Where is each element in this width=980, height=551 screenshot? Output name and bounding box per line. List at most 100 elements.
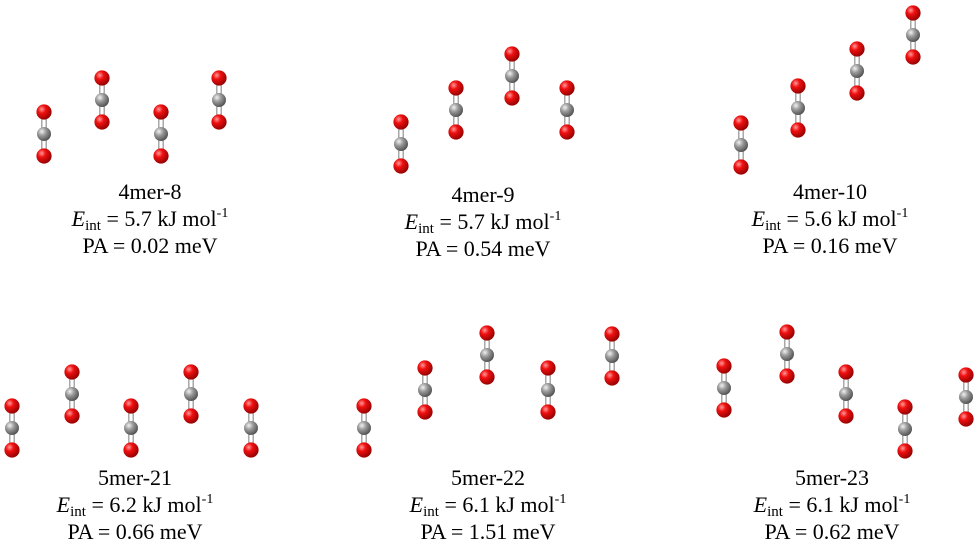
caption-5mer-21: 5mer-21 Eint = 6.2 kJ mol-1 PA = 0.66 me… — [0, 464, 285, 545]
co2-molecule — [183, 364, 199, 424]
co2-molecule — [243, 398, 259, 458]
cluster-name: 4mer-9 — [451, 182, 515, 207]
carbon-atom — [734, 138, 748, 152]
energy-subscript: int — [765, 218, 781, 234]
pa-value: PA = 1.51 meV — [420, 519, 556, 544]
energy-value: = 6.1 kJ mol — [438, 492, 555, 517]
co2-molecule — [417, 360, 433, 420]
oxygen-atom — [479, 369, 495, 385]
oxygen-atom — [417, 360, 433, 376]
carbon-atom — [184, 387, 198, 401]
carbon-atom — [418, 383, 432, 397]
energy-value: = 6.2 kJ mol — [85, 492, 202, 517]
carbon-atom — [37, 127, 51, 141]
cluster-name: 5mer-21 — [97, 465, 173, 490]
co2-molecule — [779, 324, 795, 384]
unit-exponent: -1 — [898, 492, 911, 507]
oxygen-atom — [356, 442, 372, 458]
energy-subscript: int — [70, 504, 86, 520]
oxygen-atom — [153, 148, 169, 164]
oxygen-atom — [243, 442, 259, 458]
oxygen-atom — [243, 398, 259, 414]
co2-molecule — [897, 399, 913, 459]
pa-value: PA = 0.16 meV — [762, 233, 898, 258]
pa-value: PA = 0.02 meV — [82, 233, 218, 258]
carbon-atom — [839, 387, 853, 401]
caption-4mer-8: 4mer-8 Eint = 5.7 kJ mol-1 PA = 0.02 meV — [0, 178, 300, 259]
carbon-atom — [791, 101, 805, 115]
unit-exponent: -1 — [201, 492, 214, 507]
energy-symbol: E — [71, 206, 86, 231]
carbon-atom — [541, 383, 555, 397]
co2-molecule — [36, 104, 52, 164]
co2-molecule — [716, 358, 732, 418]
carbon-atom — [560, 103, 574, 117]
energy-symbol: E — [753, 492, 768, 517]
oxygen-atom — [448, 80, 464, 96]
co2-molecule — [504, 46, 520, 106]
oxygen-atom — [905, 5, 921, 21]
oxygen-atom — [36, 104, 52, 120]
oxygen-atom — [64, 364, 80, 380]
oxygen-atom — [393, 114, 409, 130]
co2-molecule — [153, 104, 169, 164]
oxygen-atom — [123, 398, 139, 414]
co2-molecule — [356, 398, 372, 458]
oxygen-atom — [36, 148, 52, 164]
oxygen-atom — [417, 404, 433, 420]
co2-molecule — [393, 114, 409, 174]
oxygen-atom — [211, 114, 227, 130]
oxygen-atom — [540, 360, 556, 376]
energy-symbol: E — [751, 206, 766, 231]
caption-5mer-23: 5mer-23 Eint = 6.1 kJ mol-1 PA = 0.62 me… — [682, 464, 980, 545]
oxygen-atom — [604, 326, 620, 342]
oxygen-atom — [604, 370, 620, 386]
oxygen-atom — [838, 408, 854, 424]
carbon-atom — [154, 127, 168, 141]
cluster-name: 4mer-8 — [118, 179, 182, 204]
energy-subscript: int — [418, 221, 434, 237]
oxygen-atom — [94, 70, 110, 86]
energy-symbol: E — [409, 492, 424, 517]
co2-molecule — [849, 41, 865, 101]
interaction-energy: Eint = 5.7 kJ mol-1 — [333, 208, 633, 237]
interaction-energy: Eint = 6.1 kJ mol-1 — [338, 491, 638, 520]
co2-molecule — [540, 360, 556, 420]
oxygen-atom — [905, 49, 921, 65]
oxygen-atom — [897, 399, 913, 415]
oxygen-atom — [897, 443, 913, 459]
energy-value: = 6.1 kJ mol — [782, 492, 899, 517]
oxygen-atom — [153, 104, 169, 120]
oxygen-atom — [790, 78, 806, 94]
oxygen-atom — [504, 46, 520, 62]
co2-molecule — [94, 70, 110, 130]
co2-molecule — [905, 5, 921, 65]
co2-molecule — [559, 80, 575, 140]
caption-4mer-9: 4mer-9 Eint = 5.7 kJ mol-1 PA = 0.54 meV — [333, 181, 633, 262]
carbon-atom — [906, 28, 920, 42]
energy-symbol: E — [56, 492, 71, 517]
carbon-atom — [244, 421, 258, 435]
carbon-atom — [850, 64, 864, 78]
co2-molecule — [123, 398, 139, 458]
pa-value: PA = 0.62 meV — [764, 519, 900, 544]
carbon-atom — [212, 93, 226, 107]
oxygen-atom — [504, 90, 520, 106]
co2-molecule — [211, 70, 227, 130]
interaction-energy: Eint = 5.6 kJ mol-1 — [680, 205, 980, 234]
carbon-atom — [898, 422, 912, 436]
carbon-atom — [65, 387, 79, 401]
oxygen-atom — [716, 402, 732, 418]
energy-symbol: E — [404, 209, 419, 234]
carbon-atom — [480, 348, 494, 362]
co2-molecule — [790, 78, 806, 138]
unit-exponent: -1 — [549, 209, 562, 224]
cluster-name: 4mer-10 — [792, 179, 868, 204]
oxygen-atom — [4, 442, 20, 458]
oxygen-atom — [64, 408, 80, 424]
oxygen-atom — [479, 325, 495, 341]
carbon-atom — [505, 69, 519, 83]
carbon-atom — [605, 349, 619, 363]
oxygen-atom — [211, 70, 227, 86]
